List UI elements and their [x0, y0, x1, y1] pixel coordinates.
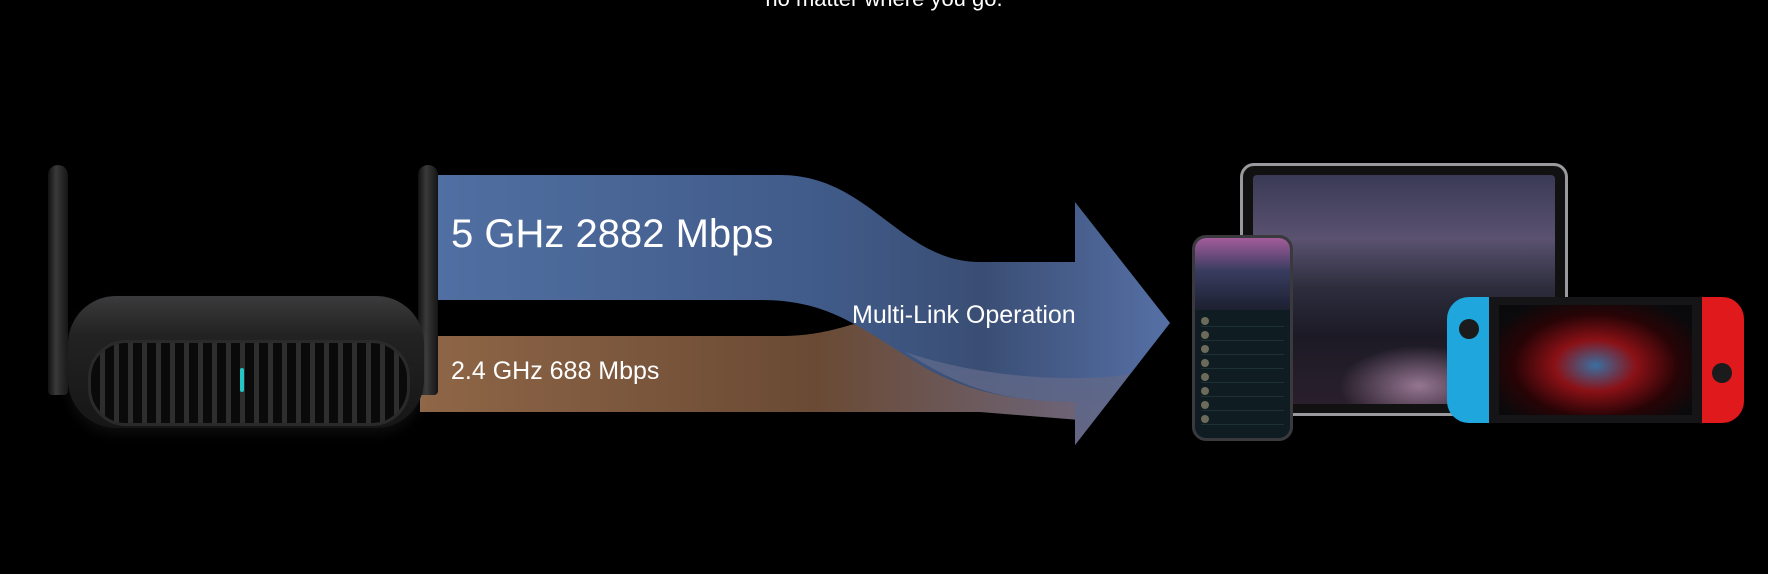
left-controller: [1447, 297, 1489, 423]
list-item: [1201, 358, 1284, 369]
router-antenna-left: [48, 165, 68, 395]
phone-wallpaper: [1195, 238, 1290, 310]
right-stick-icon: [1712, 363, 1732, 383]
band-5ghz-label: 5 GHz 2882 Mbps: [451, 212, 774, 256]
smartphone-image: [1192, 235, 1293, 441]
router-status-led: [240, 368, 244, 392]
console-bezel: [1489, 297, 1702, 423]
list-item: [1201, 344, 1284, 355]
list-item: [1201, 330, 1284, 341]
section-caption: no matter where you go.: [0, 0, 1768, 12]
left-stick-icon: [1459, 319, 1479, 339]
game-console-image: [1447, 297, 1744, 423]
router-grille: [88, 340, 410, 426]
right-controller: [1702, 297, 1744, 423]
list-item: [1201, 316, 1284, 327]
list-item: [1201, 400, 1284, 411]
multi-link-operation-label: Multi-Link Operation: [852, 301, 1076, 329]
list-item: [1201, 414, 1284, 425]
merged-arrow-lower: [905, 323, 1170, 445]
console-screen: [1499, 305, 1692, 415]
list-item: [1201, 386, 1284, 397]
list-item: [1201, 372, 1284, 383]
band-24ghz-label: 2.4 GHz 688 Mbps: [451, 357, 660, 385]
